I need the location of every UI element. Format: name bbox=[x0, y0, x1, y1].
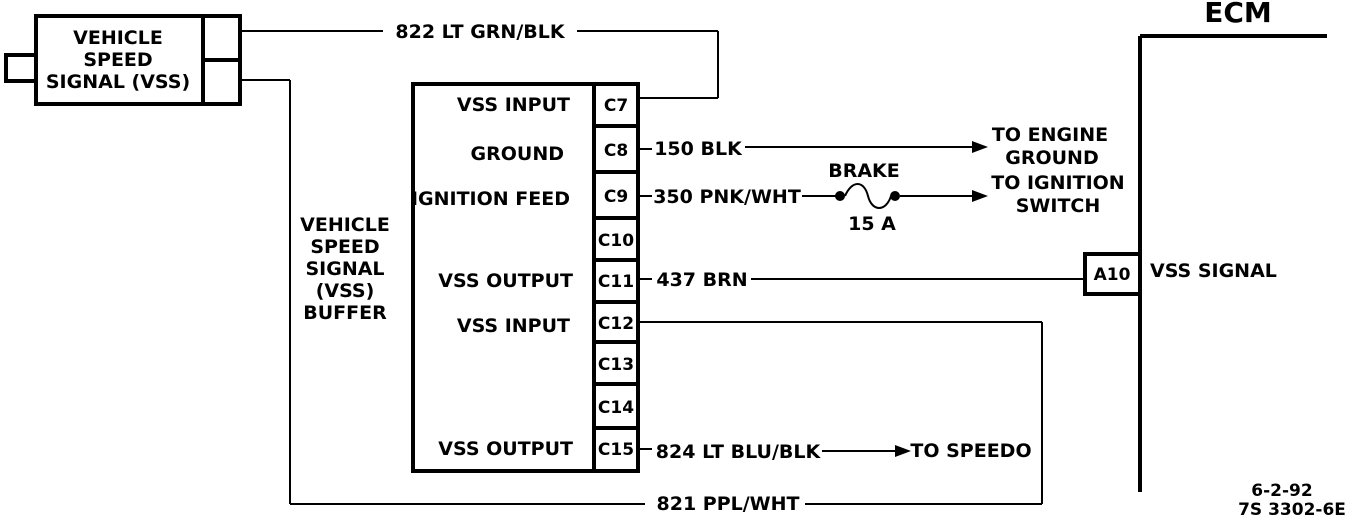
ecm-pin-function: VSS SIGNAL bbox=[1150, 260, 1277, 282]
to-speedo-label: TO SPEEDO bbox=[910, 440, 1031, 462]
ecm-pin-a10 bbox=[1083, 252, 1142, 296]
ignition-switch-line-1: TO IGNITION bbox=[991, 172, 1124, 194]
pin-c8: C8 bbox=[604, 141, 628, 161]
wire-824: 824 LT BLU/BLK TO SPEEDO bbox=[638, 440, 1032, 463]
wire-437: 437 BRN bbox=[638, 269, 1085, 291]
sensor-body bbox=[34, 14, 205, 106]
vss-buffer: VEHICLE SPEED SIGNAL (VSS) BUFFER C7 C8 … bbox=[300, 82, 640, 473]
pin-c9: C9 bbox=[604, 187, 628, 207]
engine-ground-line-1: TO ENGINE bbox=[992, 124, 1108, 146]
sensor-terminal-1 bbox=[201, 14, 242, 62]
pin-c10: C10 bbox=[598, 231, 634, 251]
pin-c7-name: VSS INPUT bbox=[457, 94, 570, 116]
wire-821-label: 821 PPL/WHT bbox=[657, 493, 800, 515]
pin-c8-name: GROUND bbox=[471, 143, 564, 165]
pin-c11: C11 bbox=[598, 272, 634, 292]
sensor-label-line-3: SIGNAL (VSS) bbox=[46, 71, 190, 93]
wire-150-label: 150 BLK bbox=[654, 138, 743, 160]
buffer-label-line-3: SIGNAL bbox=[305, 258, 384, 280]
engine-ground-line-2: GROUND bbox=[1005, 147, 1098, 169]
sensor-label-line-2: SPEED bbox=[83, 49, 152, 71]
pin-c11-name: VSS OUTPUT bbox=[438, 270, 573, 292]
fuse-rating: 15 A bbox=[848, 213, 896, 235]
buffer-label-line-4: (VSS) bbox=[316, 280, 375, 302]
sensor-label-line-1: VEHICLE bbox=[73, 27, 163, 49]
wire-824-label: 824 LT BLU/BLK bbox=[656, 441, 822, 463]
buffer-label-line-5: BUFFER bbox=[303, 302, 387, 324]
buffer-body bbox=[411, 82, 596, 473]
pin-c15-name: VSS OUTPUT bbox=[438, 438, 573, 460]
pin-c14: C14 bbox=[598, 398, 634, 418]
buffer-label-line-2: SPEED bbox=[310, 236, 379, 258]
vss-sensor: VEHICLE SPEED SIGNAL (VSS) bbox=[4, 14, 242, 106]
ecm: ECM A10 VSS SIGNAL bbox=[1083, 0, 1327, 492]
buffer-label-line-1: VEHICLE bbox=[300, 214, 390, 236]
wire-437-label: 437 BRN bbox=[656, 269, 747, 291]
pin-c15: C15 bbox=[598, 440, 634, 460]
fuse-name: BRAKE bbox=[828, 160, 900, 182]
pin-c12: C12 bbox=[598, 314, 634, 334]
pin-c13: C13 bbox=[598, 355, 634, 375]
pin-c9-name: IGNITION FEED bbox=[411, 188, 570, 210]
wire-822: 822 LT GRN/BLK bbox=[240, 21, 719, 99]
document-info: 6-2-92 7S 3302-6E bbox=[1238, 481, 1346, 520]
wire-350: 350 PNK/WHT BRAKE 15 A TO IGNITION SWITC… bbox=[638, 160, 1125, 235]
wire-150: 150 BLK TO ENGINE GROUND bbox=[638, 124, 1108, 169]
diagram-date: 6-2-92 bbox=[1251, 481, 1312, 501]
wire-350-label: 350 PNK/WHT bbox=[653, 186, 801, 208]
wire-821: 821 PPL/WHT bbox=[240, 79, 1043, 515]
sensor-plug bbox=[4, 53, 38, 83]
pin-c7: C7 bbox=[604, 96, 628, 116]
diagram-doc-number: 7S 3302-6E bbox=[1238, 500, 1346, 520]
ecm-title: ECM bbox=[1204, 0, 1272, 29]
sensor-terminal-2 bbox=[201, 58, 242, 106]
ecm-pin-a10-label: A10 bbox=[1094, 265, 1131, 285]
ignition-switch-line-2: SWITCH bbox=[1016, 195, 1101, 217]
wire-822-label: 822 LT GRN/BLK bbox=[395, 21, 565, 43]
pin-c12-name: VSS INPUT bbox=[457, 315, 570, 337]
buffer-pin-column bbox=[592, 82, 640, 473]
